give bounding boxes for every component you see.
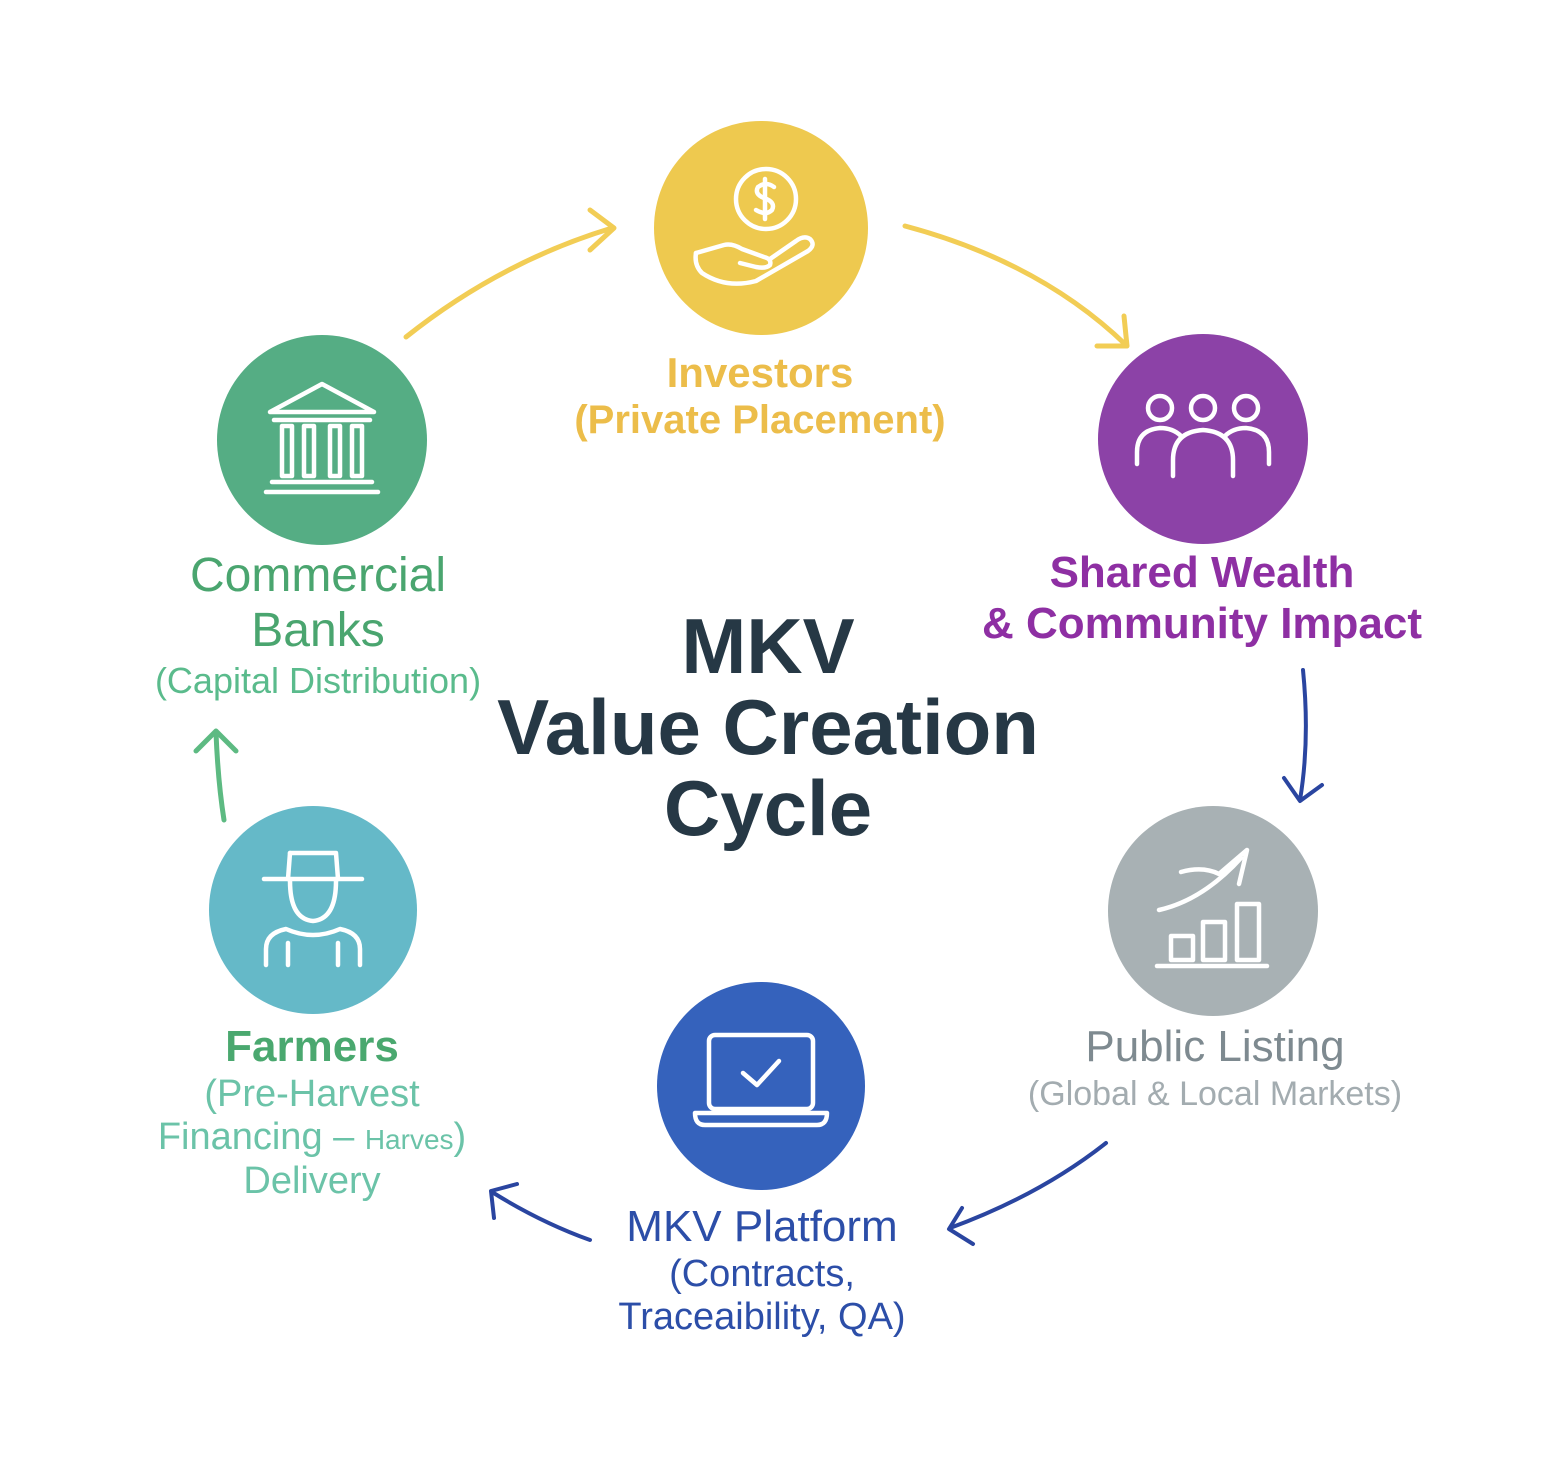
investors-title: Investors [666,349,854,396]
arrowhead-platform-to-farmers [489,1182,519,1220]
banks-subtitle: (Capital Distribution) [154,660,482,702]
platform-subtitle-line1: (Contracts, [669,1252,855,1295]
platform-title: MKV Platform [626,1202,898,1251]
hand-dollar-icon [686,161,836,296]
title-line3: Cycle [663,764,873,853]
farmers-subtitle-line2: Financing – Harves) [158,1116,466,1160]
arrow-listing-to-platform [948,1141,1108,1230]
shared-wealth-title-line1: Shared Wealth [1049,548,1355,597]
arrow-platform-to-farmers [490,1190,592,1242]
farmers-subtitle-line2-main: Financing – [157,1116,365,1159]
bank-icon [262,378,382,503]
arrow-shared-to-listing [1298,668,1308,802]
farmers-circle [209,806,417,1014]
arrowhead-shared-to-listing [1282,776,1324,803]
people-group-icon [1133,392,1273,487]
arrow-banks-to-investors [403,225,615,340]
banks-title-line1: Commercial [189,549,447,602]
banks-circle [217,335,427,545]
arrowhead-farmers-to-banks [193,728,239,754]
title-line2: Value Creation [497,683,1039,772]
farmers-title: Farmers [225,1022,399,1071]
farmers-subtitle-line2-end: ) [453,1116,467,1159]
title-line1: MKV [681,602,855,690]
public-listing-label: Public Listing (Global & Local Markets) [1028,1022,1402,1114]
investors-subtitle: (Private Placement) [574,398,946,443]
arrowhead-listing-to-platform [947,1206,975,1246]
investors-label: Investors (Private Placement) [574,349,945,443]
shared-wealth-title-line2: & Community Impact [981,598,1423,648]
platform-subtitle-line2: Traceaibility, QA) [618,1296,906,1339]
farmer-icon [258,843,368,978]
investors-circle [654,121,868,335]
platform-circle [657,982,865,1190]
arrow-farmers-to-banks [213,730,227,823]
farmers-subtitle-line2-small: Harves [364,1124,454,1156]
arrowhead-investors-to-shared [1094,313,1130,349]
public-listing-subtitle: (Global & Local Markets) [1027,1074,1403,1113]
diagram-title: MKV Value Creation Cycle [497,602,1039,853]
banks-title-line2: Banks [251,604,385,658]
arrowhead-banks-to-investors [587,207,617,253]
banks-label: Commercial Banks (Capital Distribution) [155,548,481,702]
growth-chart-icon [1153,844,1273,979]
platform-label: MKV Platform (Contracts, Traceaibility, … [618,1202,905,1340]
public-listing-circle [1108,806,1318,1016]
laptop-check-icon [691,1029,831,1144]
shared-wealth-label: Shared Wealth & Community Impact [982,548,1422,649]
arrow-investors-to-shared [902,223,1129,348]
farmers-subtitle-line1: (Pre-Harvest [204,1072,420,1115]
public-listing-title: Public Listing [1085,1022,1345,1071]
shared-wealth-circle [1098,334,1308,544]
farmers-subtitle-line3: Delivery [243,1159,381,1202]
farmers-label: Farmers (Pre-Harvest Financing – Harves)… [158,1022,466,1204]
